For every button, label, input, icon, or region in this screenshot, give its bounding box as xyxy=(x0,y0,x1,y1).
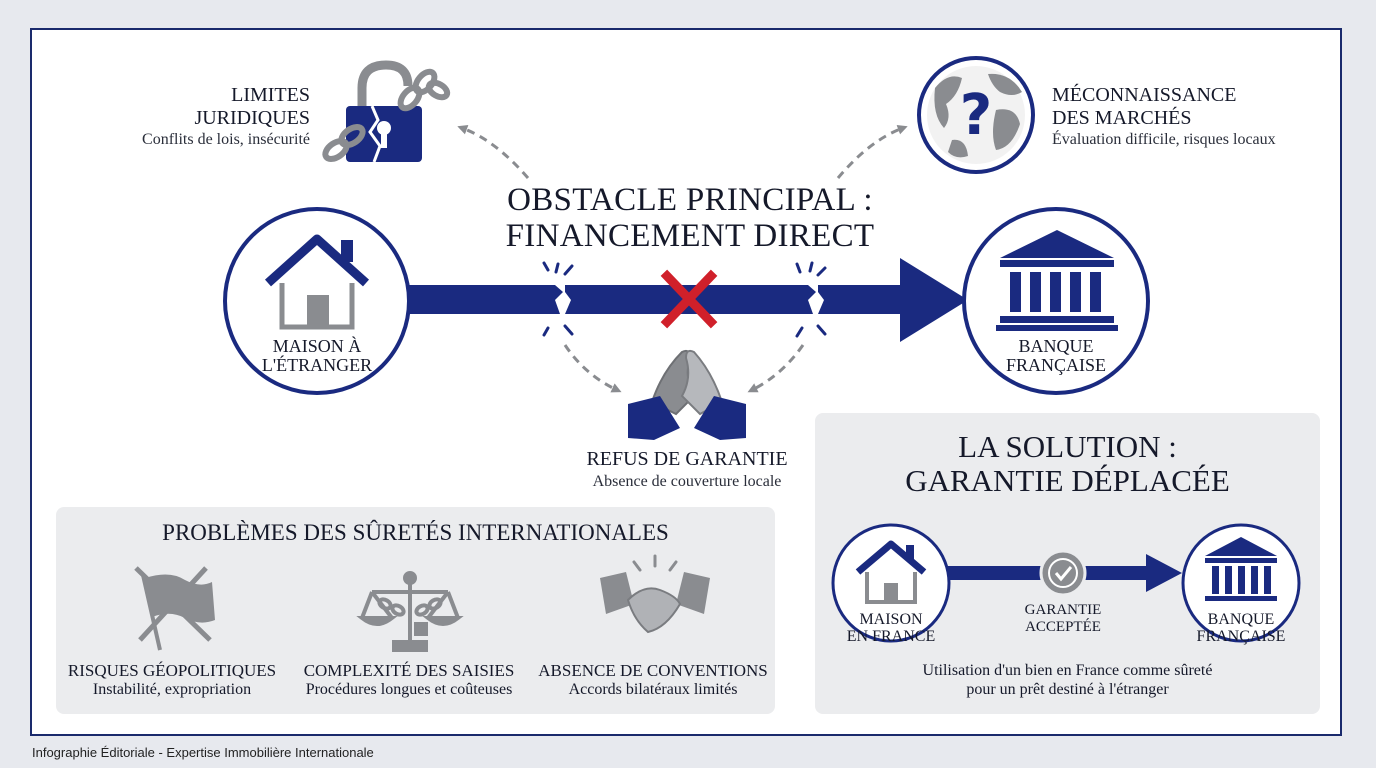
broken-padlock-chain-icon xyxy=(322,60,451,163)
maison-etranger-label: MAISON À L'ÉTRANGER xyxy=(261,336,373,375)
bank-icon xyxy=(996,230,1118,331)
meconnaissance-subtitle: Évaluation difficile, risques locaux xyxy=(1052,131,1276,148)
solution-title: LA SOLUTION : GARANTIE DÉPLACÉE xyxy=(905,429,1230,498)
limites-subtitle: Conflits de lois, insécurité xyxy=(142,131,310,148)
bank-icon xyxy=(1205,537,1277,601)
house-icon xyxy=(264,234,370,330)
problem-item-geopolitique: RISQUES GÉOPOLITIQUES Instabilité, expro… xyxy=(67,661,277,698)
maison-etranger-circle xyxy=(223,207,411,395)
solution-description: Utilisation d'un bien en France comme sû… xyxy=(922,662,1213,698)
seal-check-icon xyxy=(1039,549,1087,597)
chained-scales-icon xyxy=(356,571,464,652)
banque-francaise-label: BANQUE FRANÇAISE xyxy=(1196,611,1286,645)
maison-france-label: MAISON EN FRANCE xyxy=(846,611,936,645)
crossed-flag-icon xyxy=(134,566,215,651)
dashed-arrows xyxy=(457,125,908,393)
problemes-title: PROBLÈMES DES SÛRETÉS INTERNATIONALES xyxy=(162,520,669,545)
banque-label: BANQUE FRANÇAISE xyxy=(1005,336,1107,375)
refusing-hands-icon xyxy=(628,349,746,440)
meconnaissance-title: MÉCONNAISSANCE DES MARCHÉS xyxy=(1052,84,1237,129)
svg-text:?: ? xyxy=(960,83,992,148)
refus-subtitle: Absence de couverture locale xyxy=(592,473,782,490)
problem-item-saisies: COMPLEXITÉ DES SAISIES Procédures longue… xyxy=(303,661,515,698)
footer-credit: Infographie Éditoriale - Expertise Immob… xyxy=(32,745,374,760)
problem-item-conventions: ABSENCE DE CONVENTIONS Accords bilatérau… xyxy=(538,661,768,698)
broken-handshake-icon xyxy=(600,554,710,634)
banque-circle xyxy=(962,207,1150,395)
globe-question-icon: ? xyxy=(917,56,1035,174)
house-icon xyxy=(855,540,927,604)
garantie-acceptee-label: GARANTIE ACCEPTÉE xyxy=(1024,602,1102,635)
limites-title: LIMITES JURIDIQUES xyxy=(194,84,310,129)
page-title: OBSTACLE PRINCIPAL : FINANCEMENT DIRECT xyxy=(505,182,875,254)
banque-francaise-circle xyxy=(1181,523,1301,643)
refus-title: REFUS DE GARANTIE xyxy=(586,448,788,470)
blocked-cross-icon xyxy=(660,269,718,329)
maison-france-circle xyxy=(831,523,951,643)
